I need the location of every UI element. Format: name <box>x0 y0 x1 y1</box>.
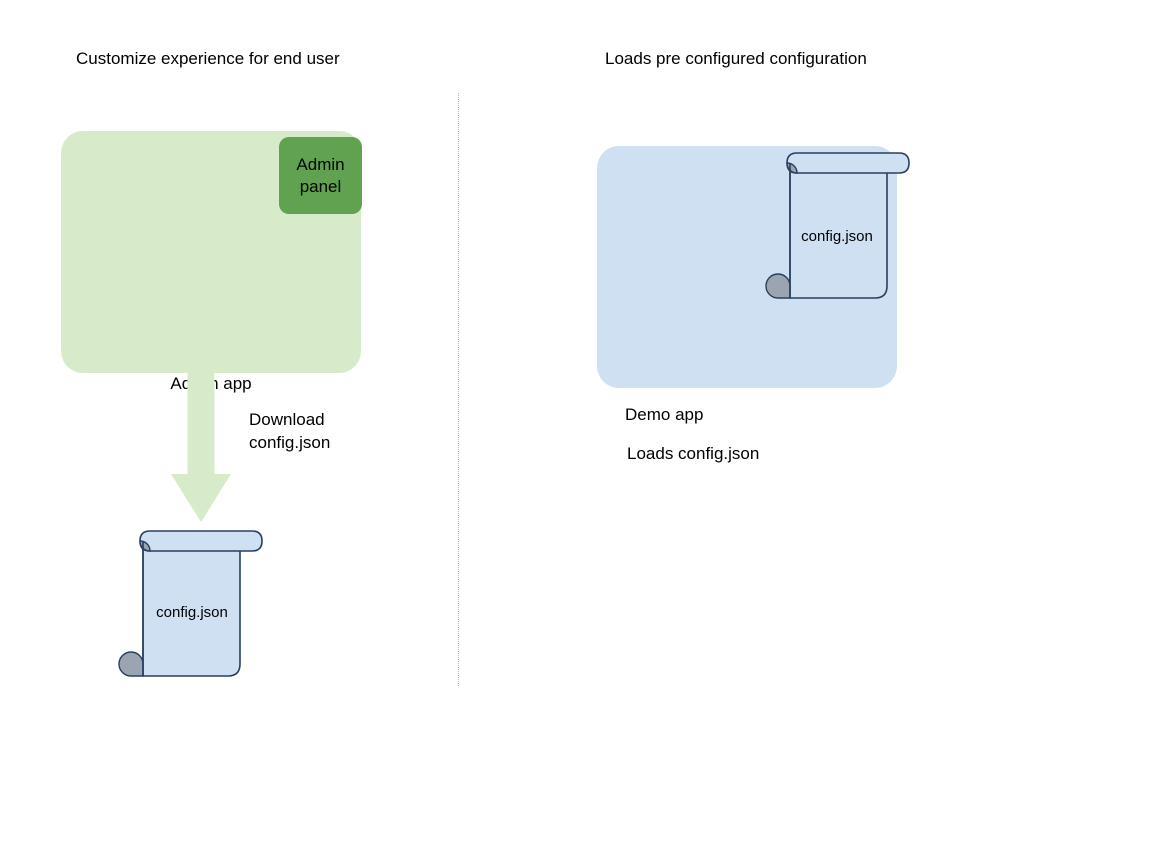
loads-config-caption: Loads config.json <box>627 444 760 463</box>
right-column-title: Loads pre configured configuration <box>605 49 867 68</box>
admin-panel-box[interactable]: Admin panel <box>279 137 362 214</box>
config-json-label-right: config.json <box>801 228 873 245</box>
config-json-document-left[interactable] <box>118 528 266 690</box>
left-column-title: Customize experience for end user <box>76 49 340 68</box>
download-arrow-caption: Download config.json <box>249 410 331 452</box>
config-json-document-right[interactable] <box>765 150 913 312</box>
download-arrow-icon <box>171 366 231 522</box>
demo-app-label: Demo app <box>625 405 704 424</box>
admin-panel-label: Admin panel <box>296 154 345 196</box>
column-divider <box>458 93 459 686</box>
config-json-label-left: config.json <box>156 604 228 621</box>
